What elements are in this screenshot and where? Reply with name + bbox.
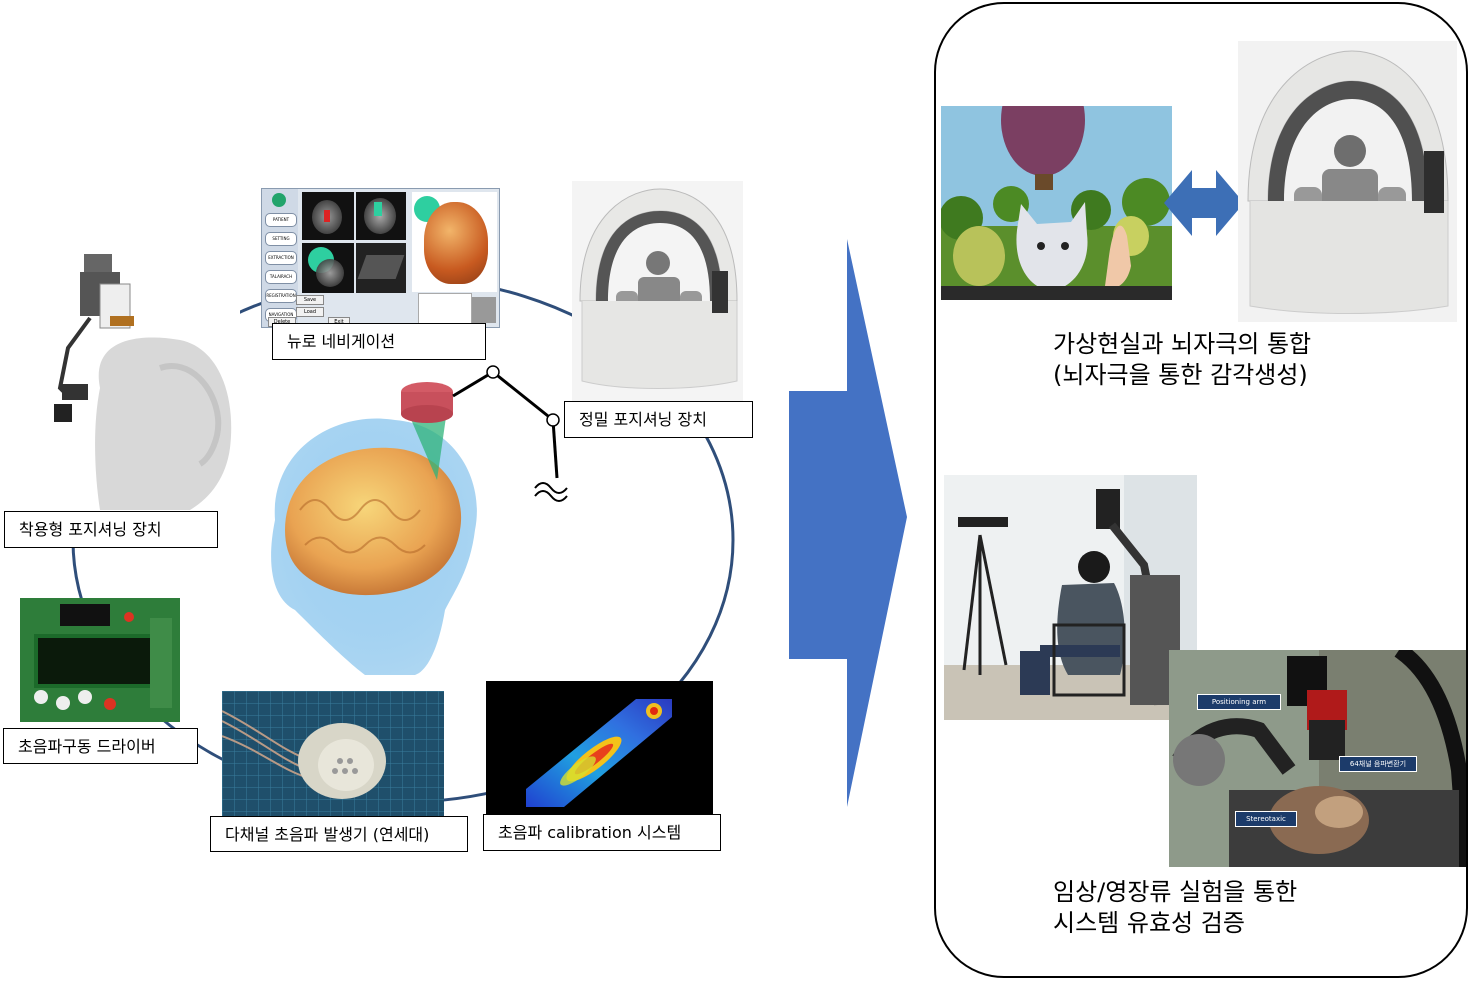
- vr-integration-caption-line1: 가상현실과 뇌자극의 통합: [1053, 330, 1312, 358]
- calibration-simulation-image: [486, 681, 713, 815]
- mri-coronal-view: [356, 192, 406, 240]
- nav-menu-item[interactable]: SETTING: [265, 232, 297, 246]
- vr-scene-image: [941, 106, 1172, 300]
- head-brain-illustration: [271, 418, 477, 675]
- neuro-navigation-screenshot: PATIENT SETTING EXTRACTION TALAIRACH REG…: [261, 188, 500, 328]
- positioning-arm-tag: Positioning arm: [1197, 694, 1281, 710]
- helmet-chair-photo: [1238, 41, 1457, 322]
- nav-menu-item[interactable]: EXTRACTION: [265, 251, 297, 265]
- label-precision-positioning: 정밀 포지셔닝 장치: [564, 401, 753, 438]
- nav-logo-icon: [272, 193, 286, 207]
- nav-menu-item[interactable]: TALAIRACH: [265, 270, 297, 284]
- bidirectional-arrow-icon: [1164, 170, 1244, 236]
- mri-axial-view: [302, 243, 354, 293]
- label-ultrasound-driver: 초음파구동 드라이버: [3, 728, 198, 764]
- clinical-trial-photo: [944, 475, 1197, 720]
- precision-positioning-photo: [572, 181, 743, 401]
- wearable-positioning-photo: [40, 248, 240, 518]
- clinical-validation-caption-line2: 시스템 유효성 검증: [1053, 909, 1245, 937]
- transducer-arm-illustration: [401, 365, 568, 502]
- mri-3d-view: [356, 243, 406, 293]
- clinical-validation-caption-line1: 임상/영장류 실험을 통한: [1053, 878, 1298, 906]
- nav-menu-panel: PATIENT SETTING EXTRACTION TALAIRACH REG…: [262, 189, 298, 327]
- label-wearable-positioning: 착용형 포지셔닝 장치: [4, 511, 218, 548]
- channel-transducer-tag: 64채널 음파변환기: [1339, 756, 1417, 772]
- ultrasound-driver-photo: [20, 598, 180, 722]
- nav-menu-item[interactable]: PATIENT: [265, 213, 297, 227]
- primate-experiment-photo: Positioning arm 64채널 음파변환기 Stereotaxic: [1169, 650, 1466, 867]
- multichannel-transducer-photo: [222, 691, 444, 819]
- mri-sagittal-view: [302, 192, 354, 240]
- nav-save-button[interactable]: Save: [296, 295, 324, 305]
- label-multichannel-generator: 다채널 초음파 발생기 (연세대): [210, 816, 468, 852]
- nav-load-button[interactable]: Load: [296, 307, 324, 317]
- nav-info-panel: [418, 293, 472, 327]
- vr-integration-caption-line2: (뇌자극을 통한 감각생성): [1053, 361, 1308, 389]
- flow-arrow-icon: [789, 239, 907, 807]
- brain-render-3d: [412, 192, 497, 292]
- label-calibration-system: 초음파 calibration 시스템: [483, 814, 721, 851]
- label-neuro-navigation: 뉴로 네비게이션: [272, 323, 486, 360]
- stereotaxic-tag: Stereotaxic: [1235, 811, 1297, 827]
- nav-direction-pad[interactable]: [472, 297, 496, 323]
- nav-menu-item[interactable]: REGISTRATION: [265, 289, 297, 303]
